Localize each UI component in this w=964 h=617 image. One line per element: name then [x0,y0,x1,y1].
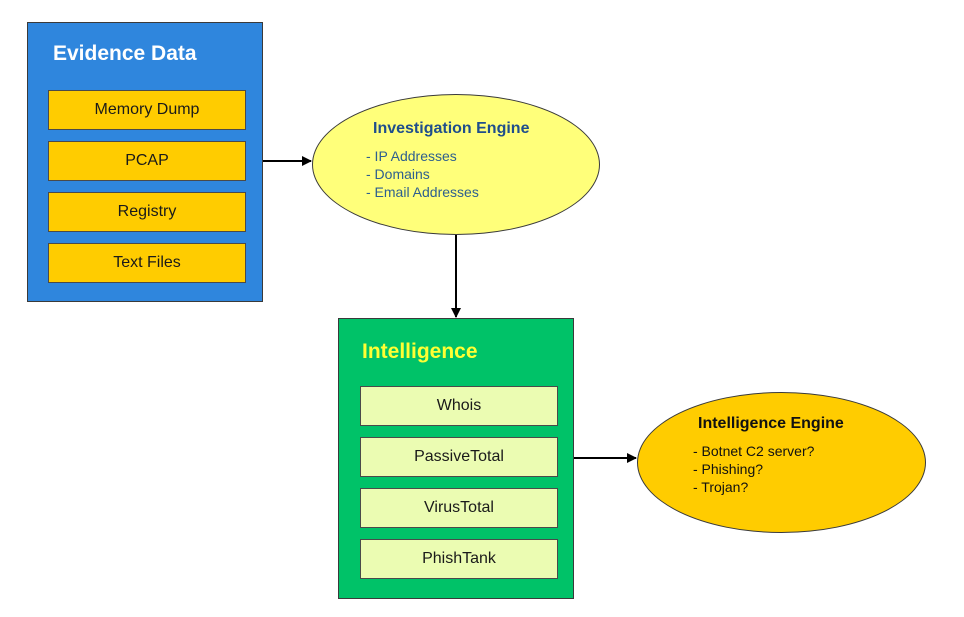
intelligence-engine-title: Intelligence Engine [698,415,844,432]
investigation-engine-list: - IP Addresses - Domains - Email Address… [366,147,479,201]
intelligence-engine-list: - Botnet C2 server? - Phishing? - Trojan… [693,442,814,496]
evidence-data-title: Evidence Data [53,42,197,65]
evidence-item-text-files: Text Files [48,243,246,283]
list-item: - Domains [366,166,430,182]
evidence-data-panel: Evidence Data Memory Dump PCAP Registry … [27,22,263,302]
intelligence-item-virustotal: VirusTotal [360,488,558,528]
list-item: - Email Addresses [366,184,479,200]
list-item: - IP Addresses [366,148,457,164]
list-item: - Trojan? [693,479,749,495]
list-item: - Botnet C2 server? [693,443,815,459]
evidence-item-registry: Registry [48,192,246,232]
intelligence-title: Intelligence [362,340,478,363]
intelligence-engine-node: Intelligence Engine - Botnet C2 server? … [637,392,926,533]
evidence-item-pcap: PCAP [48,141,246,181]
intelligence-panel: Intelligence Whois PassiveTotal VirusTot… [338,318,574,599]
intelligence-item-phishtank: PhishTank [360,539,558,579]
list-item: - Phishing? [693,461,764,477]
evidence-item-memory-dump: Memory Dump [48,90,246,130]
intelligence-item-passivetotal: PassiveTotal [360,437,558,477]
investigation-engine-title: Investigation Engine [373,120,530,137]
investigation-engine-node: Investigation Engine - IP Addresses - Do… [312,94,600,235]
intelligence-item-whois: Whois [360,386,558,426]
